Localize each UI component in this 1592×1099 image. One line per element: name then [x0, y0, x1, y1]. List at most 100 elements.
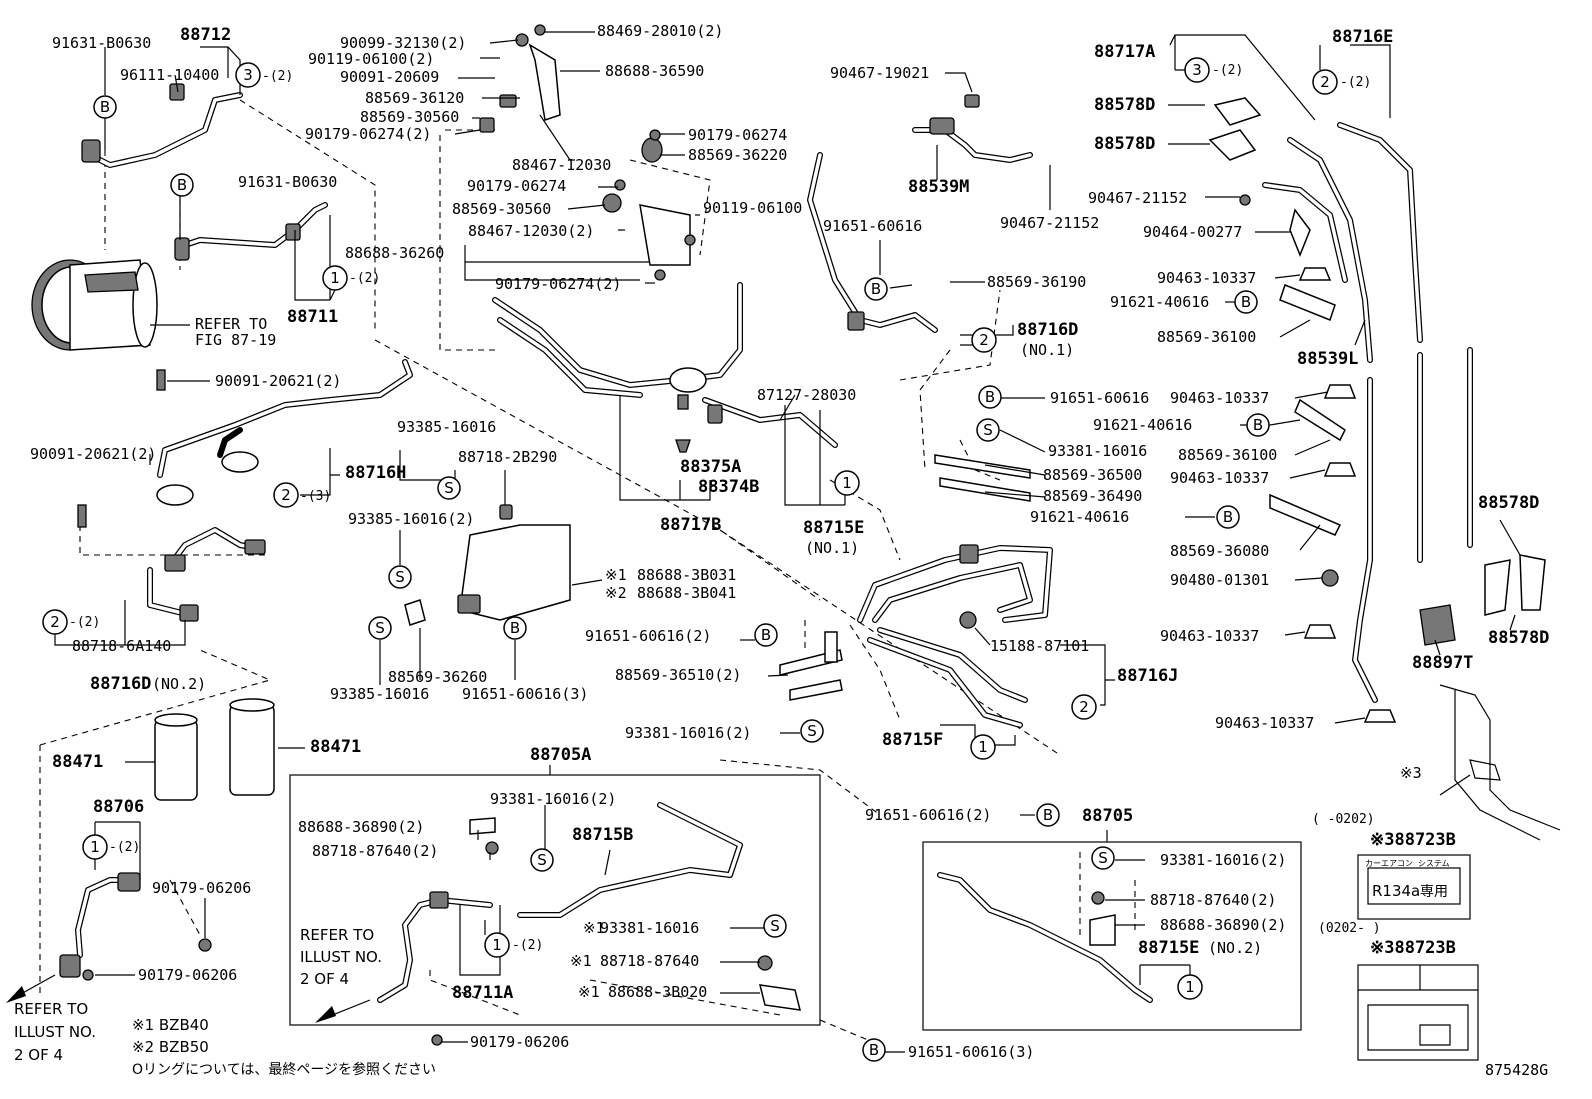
- svg-text:S: S: [537, 851, 547, 869]
- label-range-a: ( -0202): [1312, 812, 1375, 827]
- pipe-88716H: [156, 359, 413, 506]
- warning-label-b: [1357, 964, 1479, 1061]
- svg-text:※1: ※1: [570, 952, 592, 970]
- label-91651-60616-3b: 91651-60616(3): [908, 1043, 1034, 1061]
- label-88716E: 88716E: [1332, 27, 1393, 47]
- label-88715F: 88715F: [882, 730, 943, 750]
- svg-text:S: S: [444, 479, 454, 497]
- svg-text:S: S: [770, 917, 780, 935]
- label-88717B: 88717B: [660, 515, 721, 535]
- label-88711: 88711: [287, 307, 338, 327]
- label-refer-fig-2: FIG 87-19: [195, 331, 276, 349]
- svg-text:1: 1: [978, 738, 988, 756]
- label-90179-06274-d: 90179-06274(2): [495, 275, 621, 293]
- note-bzb40: ※1 BZB40: [132, 1016, 209, 1034]
- label-93381-16016-s1: 93381-16016: [600, 919, 699, 937]
- label-88569-36490: 88569-36490: [1043, 487, 1142, 505]
- label-93381-16016-2c: 93381-16016(2): [1160, 851, 1286, 869]
- frames: [289, 765, 1302, 1031]
- label-91651-60616-2a: 91651-60616(2): [585, 627, 711, 645]
- pipe-88711: [174, 202, 328, 261]
- pipe-88712: [81, 83, 243, 168]
- label-15188-87101: 15188-87101: [990, 637, 1089, 655]
- svg-text:-(2): -(2): [512, 938, 543, 953]
- svg-text:1: 1: [492, 936, 502, 954]
- svg-text:1: 1: [330, 269, 340, 287]
- label-88716D-no1: 88716D: [1017, 320, 1078, 340]
- label-91621-40616-a: 91621-40616: [1110, 293, 1209, 311]
- svg-text:S: S: [395, 568, 405, 586]
- svg-text:-(2): -(2): [349, 271, 380, 286]
- small-parts: [77, 24, 1546, 1046]
- svg-text:2: 2: [1320, 73, 1330, 91]
- svg-text:B: B: [1241, 293, 1251, 311]
- label-90463-10337-c: 90463-10337: [1170, 469, 1269, 487]
- bottom-notes: REFER TO ILLUST NO. 2 OF 4 ※1 BZB40 ※2 B…: [6, 974, 1548, 1079]
- label-88467-12030-b: 88467-12030(2): [468, 222, 594, 240]
- body-panel-outline: [1439, 684, 1561, 841]
- label-90119-06100-a: 90119-06100(2): [308, 50, 434, 68]
- label-90179-06274-a: 90179-06274(2): [305, 125, 431, 143]
- label-88705A: 88705A: [530, 745, 591, 765]
- label-88897T: 88897T: [1412, 653, 1473, 673]
- label-mark1: ※1: [605, 566, 627, 584]
- svg-text:S: S: [375, 619, 385, 637]
- label-91621-40616-b: 91621-40616: [1093, 416, 1192, 434]
- svg-text:1: 1: [1185, 978, 1195, 996]
- label-88569-36100-b: 88569-36100: [1178, 446, 1277, 464]
- refer-illust-b-1: REFER TO: [14, 1000, 88, 1018]
- label-88569-30560-b: 88569-30560: [452, 200, 551, 218]
- label-90091-20621-a: 90091-20621(2): [215, 372, 341, 390]
- svg-text:1: 1: [90, 838, 100, 856]
- label-88569-36120: 88569-36120: [365, 89, 464, 107]
- label-90480-01301: 90480-01301: [1170, 571, 1269, 589]
- label-88716H: 88716H: [345, 463, 406, 483]
- svg-text:B: B: [869, 1041, 879, 1059]
- label-91631-B0630-top: 91631-B0630: [52, 34, 151, 52]
- label-88705: 88705: [1082, 806, 1133, 826]
- refer-illust-a-3: 2 OF 4: [300, 970, 349, 988]
- label-88688-36890-b: 88688-36890(2): [1160, 916, 1286, 934]
- label-90463-10337-d: 90463-10337: [1160, 627, 1259, 645]
- label-88718-87640-s1: 88718-87640: [600, 952, 699, 970]
- svg-text:(NO.2): (NO.2): [152, 675, 206, 693]
- label-93381-16016-c: 93381-16016: [1048, 442, 1147, 460]
- label-88569-36100-a: 88569-36100: [1157, 328, 1256, 346]
- label-90467-19021: 90467-19021: [830, 64, 929, 82]
- label-93385-16016-a: 93385-16016: [397, 418, 496, 436]
- label-93381-16016-2b: 93381-16016(2): [490, 790, 616, 808]
- svg-text:2: 2: [50, 613, 60, 631]
- label-88539M: 88539M: [908, 177, 969, 197]
- label-88715E-no1: 88715E: [803, 518, 864, 538]
- pipe-88716E: [1337, 122, 1473, 563]
- svg-text:カーエアコン システム: カーエアコン システム: [1365, 859, 1450, 868]
- note-oring-jp: Oリングについては、最終ページを参照ください: [132, 1061, 436, 1078]
- svg-text:B: B: [1043, 806, 1053, 824]
- refer-illust-b-2: ILLUST NO.: [14, 1023, 96, 1041]
- svg-text:-(2): -(2): [1340, 75, 1371, 90]
- label-88578D-b: 88578D: [1094, 134, 1155, 154]
- svg-text:-(2): -(2): [1212, 63, 1243, 78]
- refer-illust-a-1: REFER TO: [300, 926, 374, 944]
- pipe-88716D-no1: [807, 152, 938, 333]
- svg-text:-(3): -(3): [300, 489, 331, 504]
- label-90463-10337-b: 90463-10337: [1170, 389, 1269, 407]
- label-93381-16016-2a: 93381-16016(2): [625, 724, 751, 742]
- part-labels: 91631-B0630 88712 96111-10400 -(2) 91631…: [30, 22, 1549, 1061]
- pipe-88715B: [517, 802, 743, 918]
- label-90467-21152-b: 90467-21152: [1088, 189, 1187, 207]
- label-r134a-text: R134a: [1372, 882, 1420, 900]
- pipe-88711A: [377, 891, 493, 1003]
- label-91631-B0630-mid: 91631-B0630: [238, 173, 337, 191]
- label-88569-36510: 88569-36510(2): [615, 666, 741, 684]
- label-88578D-d: 88578D: [1488, 628, 1549, 648]
- label-88569-36500: 88569-36500: [1043, 466, 1142, 484]
- label-88712: 88712: [180, 25, 231, 45]
- pipe-88539M: [912, 117, 1033, 163]
- label-88688-3B020: 88688-3B020: [608, 983, 707, 1001]
- label-88375A: 88375A: [680, 457, 741, 477]
- label-mark3: ※3: [1400, 764, 1422, 782]
- label-90179-06274-c: 90179-06274: [467, 177, 566, 195]
- label-88715B: 88715B: [572, 825, 633, 845]
- label-88578D-a: 88578D: [1094, 95, 1155, 115]
